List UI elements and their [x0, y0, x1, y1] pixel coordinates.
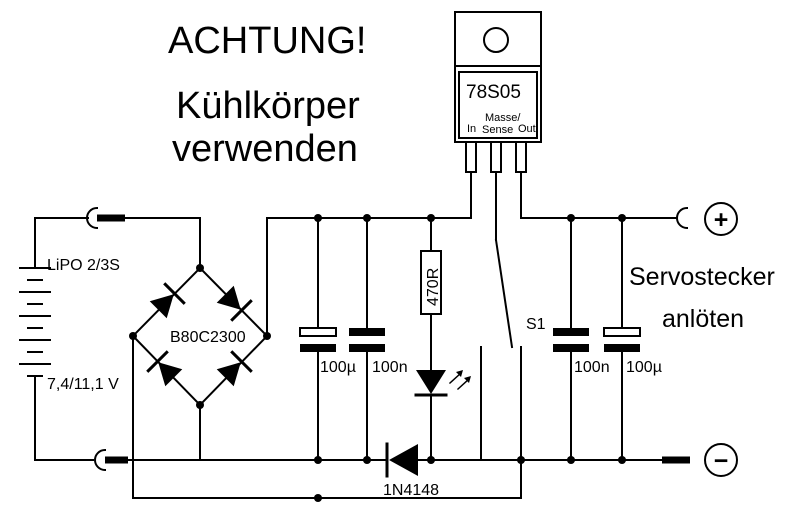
bridge-label: B80C2300 — [170, 329, 246, 346]
resistor-label: 470R — [425, 268, 442, 306]
mounting-hole-icon — [483, 27, 509, 53]
plus-sign: + — [714, 206, 729, 234]
minus-sign: − — [714, 447, 729, 475]
cap-left-electrolytic-label: 100µ — [320, 359, 356, 376]
warning-title: ACHTUNG! — [168, 20, 366, 62]
junction-dots — [129, 214, 626, 502]
bridge-diode-4-icon — [216, 350, 253, 387]
resistor-470r — [420, 217, 442, 371]
battery-symbol — [19, 267, 51, 381]
input-plus-connector — [86, 206, 125, 230]
plus-symbol-icon: + — [704, 202, 738, 236]
battery-type-label: LiPO 2/3S — [47, 257, 120, 274]
switch-label: S1 — [526, 316, 546, 333]
cap-right-ceramic — [553, 217, 589, 461]
output-label-line-1: Servostecker — [629, 263, 775, 291]
diode-label: 1N4148 — [383, 482, 439, 499]
minus-symbol-icon: − — [704, 443, 738, 477]
bridge-diode-1-icon — [149, 282, 186, 319]
regulator-pin-gnd-label-2: Sense — [482, 124, 513, 136]
battery-voltage-label: 7,4/11,1 V — [47, 376, 119, 393]
led-icon — [414, 370, 471, 461]
output-label-line-2: anlöten — [662, 305, 744, 333]
regulator-pin-out-label: Out — [518, 123, 536, 135]
bridge-diode-2-icon — [216, 285, 253, 322]
cap-left-electrolytic — [299, 217, 337, 461]
regulator-pin-in-label: In — [467, 123, 476, 135]
cap-left-ceramic — [349, 217, 385, 461]
diode-1n4148-icon — [385, 442, 418, 478]
cap-right-ceramic-label: 100n — [574, 359, 610, 376]
bridge-diode-3-icon — [146, 350, 183, 387]
regulator-pin-gnd-label-1: Masse/ — [485, 112, 521, 124]
cap-right-electrolytic-label: 100µ — [626, 359, 662, 376]
cap-right-electrolytic — [603, 217, 641, 461]
voltage-regulator: 78S05 In Masse/ Sense Out — [454, 11, 542, 219]
regulator-part-label: 78S05 — [466, 82, 521, 103]
warning-line-1: Kühlkörper — [176, 85, 360, 127]
output-plus-connector — [676, 206, 689, 230]
cap-left-ceramic-label: 100n — [372, 359, 408, 376]
switch-s1 — [480, 217, 522, 461]
bridge-rectifier — [131, 217, 269, 461]
input-minus-connector — [94, 448, 128, 472]
warning-line-2: verwenden — [172, 128, 358, 170]
